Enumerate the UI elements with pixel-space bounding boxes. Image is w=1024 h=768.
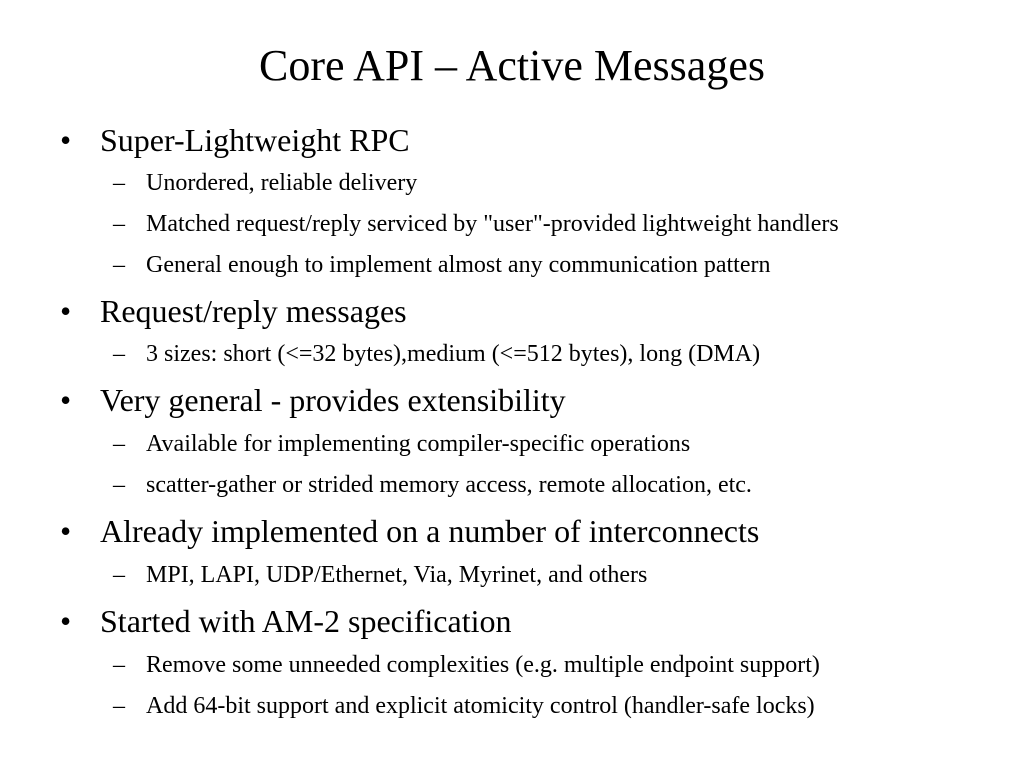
dash-marker: – — [113, 431, 125, 457]
bullet-text: Already implemented on a number of inter… — [100, 513, 760, 549]
sub-bullet-text: General enough to implement almost any c… — [146, 252, 771, 278]
dash-marker: – — [113, 562, 125, 588]
sub-bullet-text: MPI, LAPI, UDP/Ethernet, Via, Myrinet, a… — [146, 562, 648, 588]
bullet-text: Super-Lightweight RPC — [100, 122, 410, 158]
bullet-marker: • — [60, 513, 72, 549]
sub-bullet-text: Remove some unneeded complexities (e.g. … — [146, 652, 820, 678]
dash-marker: – — [113, 341, 125, 367]
bullet-text: Very general - provides extensibility — [100, 382, 566, 418]
slide-title: Core API – Active Messages — [259, 41, 765, 90]
bullet-text: Started with AM-2 specification — [100, 603, 512, 639]
bullet-text: Request/reply messages — [100, 293, 407, 329]
dash-marker: – — [113, 170, 125, 196]
sub-bullet-text: Available for implementing compiler-spec… — [146, 431, 691, 457]
dash-marker: – — [113, 693, 125, 719]
dash-marker: – — [113, 252, 125, 278]
sub-bullet-text: scatter-gather or strided memory access,… — [146, 472, 752, 498]
sub-bullet-text: 3 sizes: short (<=32 bytes),medium (<=51… — [146, 341, 761, 367]
dash-marker: – — [113, 472, 125, 498]
bullet-marker: • — [60, 382, 72, 418]
sub-bullet-text: Matched request/reply serviced by "user"… — [146, 211, 839, 237]
dash-marker: – — [113, 211, 125, 237]
bullet-marker: • — [60, 293, 72, 329]
sub-bullet-text: Unordered, reliable delivery — [146, 170, 418, 196]
sub-bullet-text: Add 64-bit support and explicit atomicit… — [146, 693, 815, 719]
bullet-marker: • — [60, 603, 72, 639]
dash-marker: – — [113, 652, 125, 678]
bullet-marker: • — [60, 122, 72, 158]
